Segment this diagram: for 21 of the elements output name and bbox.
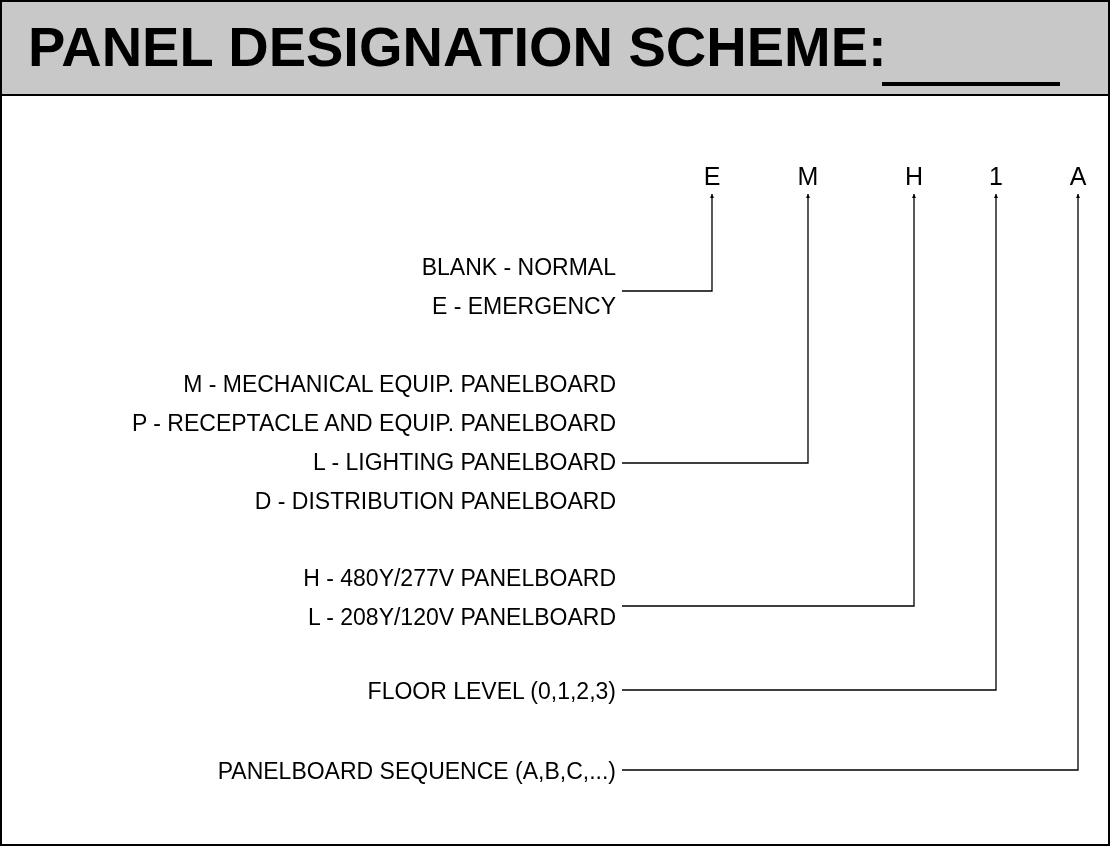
designation-option: L - 208Y/120V PANELBOARD — [303, 598, 616, 637]
designation-letter: 1 — [981, 162, 1011, 190]
designation-option: L - LIGHTING PANELBOARD — [132, 443, 616, 482]
designation-option: M - MECHANICAL EQUIP. PANELBOARD — [132, 365, 616, 404]
designation-option: PANELBOARD SEQUENCE (A,B,C,...) — [217, 752, 616, 791]
designation-option: E - EMERGENCY — [421, 287, 616, 326]
designation-option: FLOOR LEVEL (0,1,2,3) — [367, 672, 616, 711]
designation-letter: H — [899, 162, 929, 190]
designation-letter: M — [793, 162, 823, 190]
leader-arrow — [621, 193, 714, 292]
designation-letter: E — [697, 162, 727, 190]
designation-option: H - 480Y/277V PANELBOARD — [303, 559, 616, 598]
designation-option: BLANK - NORMAL — [421, 248, 616, 287]
title: PANEL DESIGNATION SCHEME: — [28, 14, 887, 80]
leader-arrow — [621, 193, 1080, 771]
leader-arrow — [621, 193, 916, 607]
designation-option: P - RECEPTACLE AND EQUIP. PANELBOARD — [132, 404, 616, 443]
leader-arrow — [621, 193, 810, 464]
designation-letter: A — [1063, 162, 1093, 190]
designation-option: D - DISTRIBUTION PANELBOARD — [132, 482, 616, 521]
leader-arrow — [621, 193, 998, 691]
